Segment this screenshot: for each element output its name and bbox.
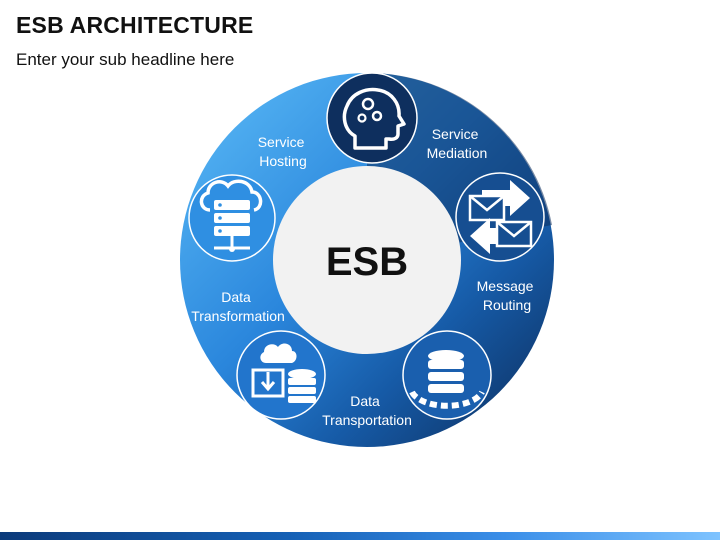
- segment-label-message-routing: Message Routing: [477, 278, 538, 313]
- center-circle: [273, 166, 461, 354]
- center-label: ESB: [326, 240, 408, 284]
- page-subtitle: Enter your sub headline here: [16, 50, 235, 69]
- segment-label-service-mediation: Service Mediation: [427, 126, 488, 161]
- brain-gears-icon: [326, 72, 418, 164]
- cloud-server-icon: [188, 174, 276, 262]
- cloud-transfer-database-icon: [236, 330, 326, 420]
- segment-label-service-hosting: Service Hosting: [258, 134, 309, 169]
- segment-label-data-transportation: Data Transportation: [322, 393, 412, 428]
- footer-accent-bar: [0, 532, 720, 540]
- page-title: ESB ARCHITECTURE: [16, 12, 254, 38]
- envelopes-exchange-icon: [455, 172, 545, 262]
- segment-label-data-transformation: Data Transformation: [191, 289, 285, 324]
- database-stack-icon: [402, 330, 492, 420]
